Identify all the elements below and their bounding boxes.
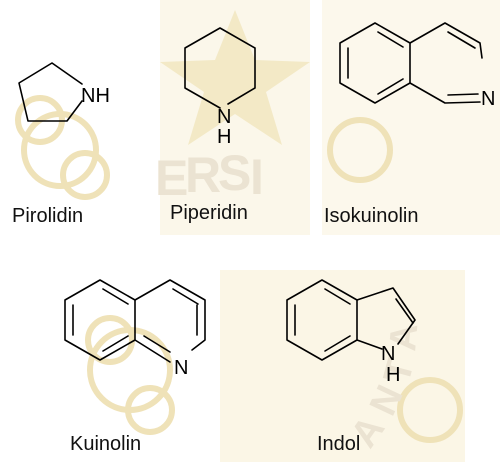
kuinolin-bonds	[64, 279, 206, 363]
indol-name: Indol	[317, 433, 361, 455]
isokuinolin-atom-n: N	[481, 88, 496, 110]
kuinolin-atom-n: N	[174, 357, 189, 379]
piperidin-bonds	[184, 27, 256, 109]
pirolidin-atom-nh: NH	[81, 85, 110, 107]
structure-pirolidin: NH Pirolidin	[0, 0, 160, 235]
structure-piperidin: N H Piperidin	[160, 0, 310, 235]
structure-isokuinolin: N Isokuinolin	[310, 0, 500, 235]
indol-bonds	[286, 279, 416, 361]
structure-indol: N H Indol	[270, 270, 470, 462]
indol-atom-n: N	[381, 343, 396, 365]
watermark-letter: E	[155, 150, 188, 206]
watermark-letter: I	[250, 149, 264, 205]
piperidin-atom-h: H	[217, 126, 232, 148]
isokuinolin-bonds	[339, 22, 483, 104]
watermark-letter: S	[218, 145, 251, 201]
structure-kuinolin: N Kuinolin	[40, 270, 240, 462]
watermark-letter: R	[185, 147, 221, 203]
watermark-letter: A	[382, 322, 426, 353]
kuinolin-name: Kuinolin	[70, 433, 142, 455]
piperidin-atom-n: N	[217, 106, 232, 128]
indol-atom-h: H	[386, 364, 401, 386]
piperidin-name: Piperidin	[170, 202, 248, 224]
pirolidin-bonds	[18, 62, 83, 122]
isokuinolin-name: Isokuinolin	[324, 205, 419, 227]
pirolidin-name: Pirolidin	[12, 205, 84, 227]
